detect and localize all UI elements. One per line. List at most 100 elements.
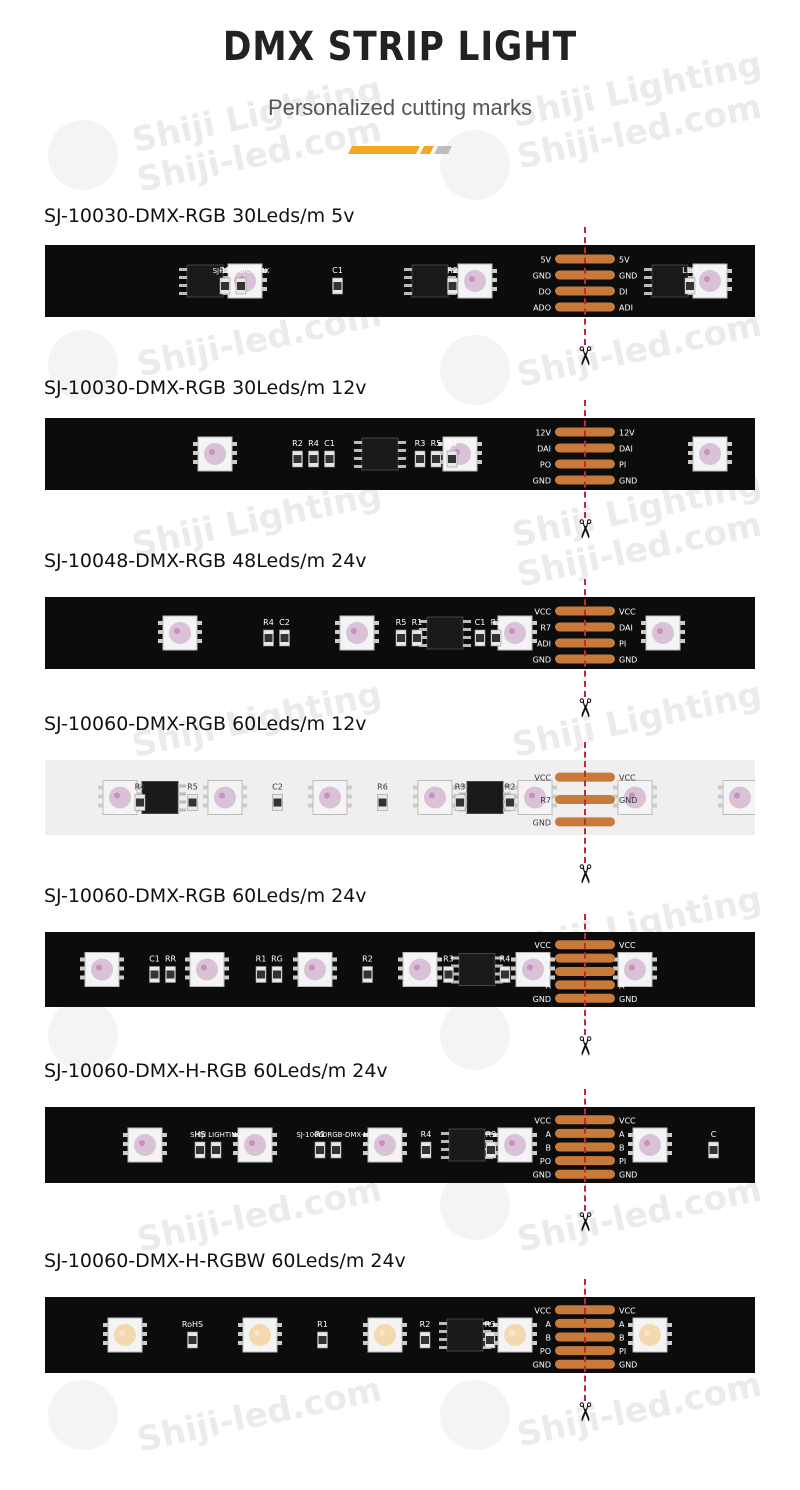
led-chip: [613, 952, 657, 987]
pad-label: B: [546, 968, 552, 977]
svg-text:C1: C1: [324, 439, 335, 448]
accent-bar: [348, 146, 452, 154]
led-chip: [628, 1317, 672, 1353]
cut-line: [584, 1089, 586, 1211]
svg-text:C1: C1: [332, 266, 343, 275]
svg-text:R2: R2: [447, 266, 458, 275]
svg-text:R3: R3: [455, 783, 466, 792]
led-chip: [413, 780, 457, 815]
pad-label: VCC: [619, 608, 636, 617]
component-marking: RG: [271, 955, 283, 983]
led-chip: [398, 952, 442, 987]
pad-label: 12V: [619, 429, 635, 438]
svg-text:R6: R6: [377, 783, 388, 792]
svg-text:R2: R2: [505, 783, 516, 792]
component-marking: R3: [455, 783, 466, 811]
watermark-text: Shiji-led.com: [513, 1169, 766, 1261]
cut-line: [584, 742, 586, 863]
led-chip: [103, 1317, 147, 1353]
svg-text:R4: R4: [421, 1130, 432, 1139]
led-chip: [335, 615, 379, 651]
component-marking: R2: [505, 783, 516, 811]
pad-label: A: [619, 1320, 625, 1329]
strip-label: SJ-10048-DMX-RGB 48Leds/m 24v: [44, 550, 367, 572]
led-chip: [203, 780, 247, 815]
watermark-logo: [440, 335, 510, 405]
ic-chip: [419, 616, 471, 650]
pad-label: GND: [533, 1171, 551, 1180]
pad-label: GND: [619, 656, 637, 665]
component-marking: R4: [135, 783, 146, 811]
pad-label: DI: [619, 288, 628, 297]
svg-text:R1: R1: [315, 1130, 326, 1139]
pad-label: 5V: [619, 256, 630, 265]
svg-text:R4: R4: [135, 783, 146, 792]
svg-text:RoHS: RoHS: [182, 1320, 203, 1329]
ic-chip: [459, 781, 511, 814]
component-marking: R1: [447, 439, 458, 468]
cut-line: [584, 914, 586, 1035]
component-marking: C1: [324, 439, 335, 468]
component-marking: R4: [263, 618, 274, 647]
pad-label: PI: [619, 461, 626, 470]
pad-label: VCC: [619, 1116, 636, 1125]
led-chip: [80, 952, 124, 987]
svg-text:R3: R3: [486, 1130, 497, 1139]
component-marking: R5: [431, 439, 441, 468]
component-marking: C1: [332, 266, 343, 295]
pad-label: GND: [533, 272, 551, 281]
led-chip: [308, 780, 352, 815]
svg-text:C1: C1: [475, 618, 486, 627]
cut-line: [584, 400, 586, 518]
ic-chip: [644, 264, 696, 298]
svg-text:R1: R1: [317, 1320, 328, 1329]
led-chip: [238, 1317, 282, 1353]
component-marking: C2: [279, 618, 290, 647]
pad-label: ADI: [619, 304, 633, 313]
svg-text:RG: RG: [271, 955, 283, 964]
pad-label: VCC: [534, 1306, 551, 1315]
component-marking: SJ-10060RGB-DMX-H-2: [296, 1131, 376, 1159]
led-chip: [688, 436, 732, 472]
svg-text:SJ-10030IC-DMX: SJ-10030IC-DMX: [213, 267, 270, 275]
svg-text:R3: R3: [485, 1320, 496, 1329]
pad-label: A: [546, 981, 552, 990]
led-chip: [185, 952, 229, 987]
led-chip: [363, 1127, 407, 1163]
led-chip: [513, 780, 557, 815]
page-subtitle: Personalized cutting marks: [267, 95, 533, 120]
component-marking: R3: [486, 1130, 497, 1159]
svg-text:HS: HS: [194, 1130, 205, 1139]
ic-chip: [179, 264, 231, 298]
component-marking: C2: [272, 783, 283, 811]
led-chip: [158, 615, 202, 651]
pad-label: GND: [619, 1171, 637, 1180]
pad-label: DAI: [537, 445, 551, 454]
svg-text:R3: R3: [415, 439, 426, 448]
svg-text:C2: C2: [272, 783, 283, 792]
watermark-text: Shiji-led.com: [513, 304, 766, 396]
svg-text:R2: R2: [491, 618, 502, 627]
pad-label: VCC: [534, 774, 551, 783]
component-marking: R6: [377, 783, 388, 811]
svg-text:C2: C2: [279, 618, 290, 627]
svg-text:SJ-10060RGB-DMX-H-2: SJ-10060RGB-DMX-H-2: [296, 1131, 375, 1139]
led-chip: [688, 263, 732, 299]
led-chip: [233, 1127, 277, 1163]
svg-text:R1: R1: [412, 618, 423, 627]
component-marking: C1: [149, 955, 160, 983]
pad-label: PO: [540, 1157, 551, 1166]
pad-label: GND: [619, 272, 637, 281]
component-marking: R2: [292, 439, 303, 468]
svg-text:R1: R1: [447, 439, 458, 448]
pad-label: DAI: [619, 445, 633, 454]
ic-chip: [354, 437, 406, 471]
watermark-logo: [440, 1000, 510, 1070]
pad-label: 5V: [540, 256, 551, 265]
pad-label: R7: [540, 796, 551, 805]
svg-text:SHIJI LIGHTING: SHIJI LIGHTING: [190, 1131, 242, 1139]
strip-label: SJ-10030-DMX-RGB 30Leds/m 5v: [44, 205, 355, 227]
